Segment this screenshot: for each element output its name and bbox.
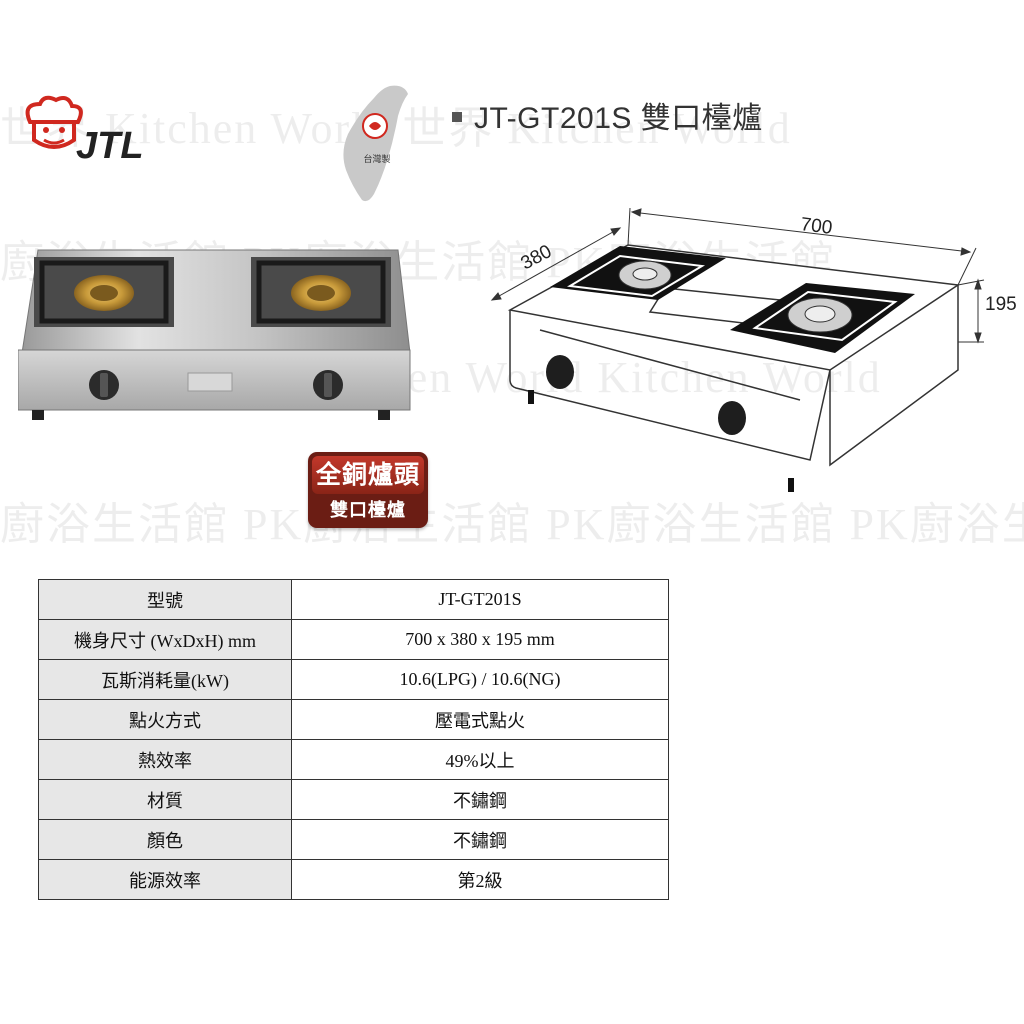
width-dimension: 700	[799, 214, 833, 239]
dimension-drawing: 700 380 195	[490, 207, 1017, 492]
spec-value: 49%以上	[291, 739, 669, 780]
product-title-text: JT-GT201S 雙口檯爐	[474, 102, 763, 135]
feature-badge: 全銅爐頭 雙口檯爐	[308, 452, 428, 528]
badge-line-1: 全銅爐頭	[312, 456, 424, 494]
spec-value: 10.6(LPG) / 10.6(NG)	[291, 659, 669, 700]
spec-label: 機身尺寸 (WxDxH) mm	[38, 619, 292, 660]
spec-value: 700 x 380 x 195 mm	[291, 619, 669, 660]
brand-name: JTL	[76, 125, 144, 167]
spec-row: 材質不鏽鋼	[38, 779, 669, 820]
spec-value: 壓電式點火	[291, 699, 669, 740]
made-in-label: 台灣製	[363, 153, 390, 165]
watermark-row-4: 廚浴生活館 PK廚浴生活館 PK廚浴生活館 PK廚浴生活	[0, 500, 1024, 549]
spec-value: 不鏽鋼	[291, 779, 669, 820]
stove-photo	[18, 249, 411, 420]
badge-line-2: 雙口檯爐	[330, 500, 406, 520]
spec-label: 瓦斯消耗量(kW)	[38, 659, 292, 700]
height-dimension: 195	[985, 294, 1017, 315]
spec-label: 點火方式	[38, 699, 292, 740]
spec-value: 不鏽鋼	[291, 819, 669, 860]
spec-row: 點火方式壓電式點火	[38, 699, 669, 740]
bullet-square	[452, 112, 462, 123]
spec-label: 熱效率	[38, 739, 292, 780]
spec-row: 瓦斯消耗量(kW)10.6(LPG) / 10.6(NG)	[38, 659, 669, 700]
spec-row: 顏色不鏽鋼	[38, 819, 669, 860]
spec-row: 能源效率第2級	[38, 859, 669, 900]
spec-label: 能源效率	[38, 859, 292, 900]
taiwan-map-icon: 台灣製	[343, 85, 408, 202]
spec-label: 型號	[38, 579, 292, 620]
product-title: JT-GT201S 雙口檯爐	[452, 93, 763, 137]
chef-hat-logo-icon: JTL	[25, 95, 144, 167]
spec-label: 顏色	[38, 819, 292, 860]
spec-value: JT-GT201S	[291, 579, 669, 620]
spec-value: 第2級	[291, 859, 669, 900]
depth-dimension: 380	[517, 241, 555, 274]
spec-label: 材質	[38, 779, 292, 820]
